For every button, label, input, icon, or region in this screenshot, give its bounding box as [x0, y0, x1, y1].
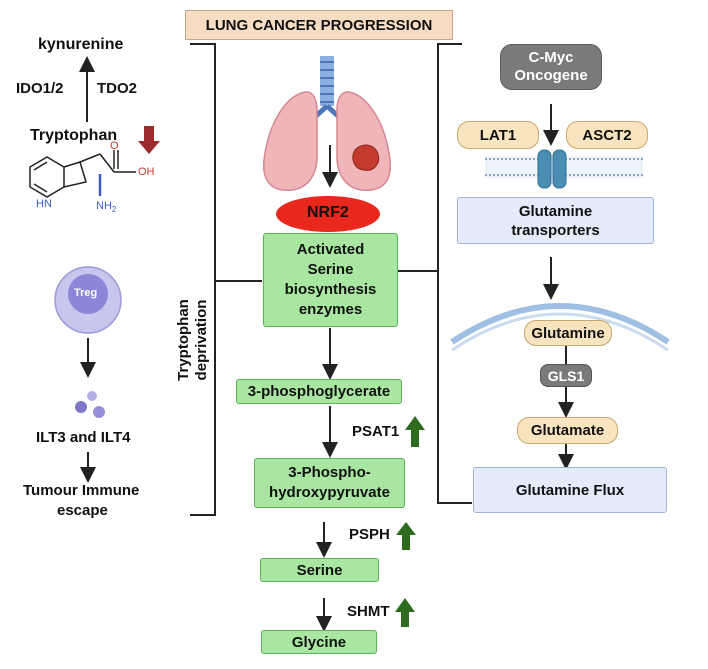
- shmt-up-arrow: [395, 598, 415, 627]
- asct2-label: ASCT2: [582, 126, 632, 144]
- transporters-line1: Glutamine: [518, 202, 593, 220]
- serine-label: Serine: [296, 561, 343, 579]
- nrf2-ellipse: [276, 196, 380, 232]
- tryptophan-label: Tryptophan: [30, 127, 118, 144]
- left-bracket: [190, 43, 216, 516]
- structure-hn: HN: [36, 198, 52, 210]
- nrf2-label: NRF2: [307, 204, 349, 221]
- right-bracket: [437, 43, 472, 504]
- kynurenine-label: kynurenine: [38, 36, 124, 53]
- glutamine-label: Glutamine: [531, 324, 605, 342]
- structure-nh-subscript: 2: [111, 205, 117, 215]
- activated-line4: enzymes: [298, 301, 363, 318]
- treg-cell-nucleus: [68, 274, 108, 314]
- glutamine-flux-box: Glutamine Flux: [473, 467, 667, 513]
- glycine-label: Glycine: [291, 633, 347, 651]
- lungs-icon: [263, 91, 391, 191]
- structure-o: O: [110, 140, 119, 152]
- glutamate-label: Glutamate: [530, 422, 605, 439]
- glutamine-box: Glutamine: [524, 320, 612, 346]
- tryptophan-down-arrow: [138, 126, 160, 154]
- ilt-vesicles: [75, 391, 105, 418]
- mitochondrial-membrane-inner: [451, 312, 669, 352]
- gls1-label: GLS1: [547, 367, 585, 384]
- ilt-label: ILT3 and ILT4: [36, 429, 131, 446]
- cmyc-line1: C-Myc: [528, 49, 574, 66]
- cmyc-line2: Oncogene: [514, 67, 588, 84]
- phosphohydroxypyruvate-box: 3-Phospho- hydroxypyruvate: [254, 458, 405, 508]
- mitochondrial-membrane: [450, 303, 670, 345]
- tdo-label: TDO2: [97, 80, 138, 97]
- activated-line3: biosynthesis: [284, 281, 377, 298]
- page-title: LUNG CANCER PROGRESSION: [185, 10, 453, 40]
- psat1-label: PSAT1: [352, 423, 400, 440]
- structure-nh: NH: [96, 200, 112, 212]
- phosphoglycerate-label: 3-phosphoglycerate: [247, 383, 391, 400]
- php-line2: hydroxypyruvate: [269, 484, 390, 501]
- structure-nh2: NH2: [96, 200, 116, 214]
- ido-label: IDO1/2: [16, 80, 64, 97]
- deprivation-line1: Tryptophan: [175, 299, 192, 381]
- psat1-up-arrow: [405, 416, 425, 447]
- escape-label-line1: Tumour Immune: [23, 482, 140, 499]
- escape-label-line2: escape: [57, 502, 108, 519]
- lat1-box: LAT1: [457, 121, 539, 149]
- cmyc-box: C-Myc Oncogene: [500, 44, 602, 90]
- page-title-text: LUNG CANCER PROGRESSION: [205, 16, 433, 34]
- activated-line1: Activated: [296, 241, 365, 258]
- psph-up-arrow: [396, 522, 416, 550]
- deprivation-line2: deprivation: [193, 299, 210, 381]
- glutamate-box: Glutamate: [517, 417, 618, 444]
- phosphoglycerate-box: 3-phosphoglycerate: [236, 379, 402, 404]
- asct2-box: ASCT2: [566, 121, 648, 149]
- transporters-line2: transporters: [511, 221, 600, 239]
- psph-label: PSPH: [349, 526, 390, 543]
- glycine-box: Glycine: [261, 630, 377, 654]
- shmt-label: SHMT: [347, 603, 390, 620]
- tryptophan-structure: [29, 150, 136, 198]
- treg-label: Treg: [74, 287, 98, 299]
- gls1-box: GLS1: [540, 364, 592, 387]
- lat1-label: LAT1: [479, 126, 517, 144]
- activated-enzymes-box: Activated Serine biosynthesis enzymes: [263, 233, 398, 327]
- structure-oh: OH: [138, 166, 155, 178]
- activated-line2: Serine: [307, 261, 354, 278]
- glutamine-flux-label: Glutamine Flux: [515, 481, 625, 499]
- transporter-protein-icon: [537, 149, 567, 189]
- serine-box: Serine: [260, 558, 379, 582]
- glutamine-transporters-box: Glutamine transporters: [457, 197, 654, 244]
- php-line1: 3-Phospho-: [288, 464, 371, 481]
